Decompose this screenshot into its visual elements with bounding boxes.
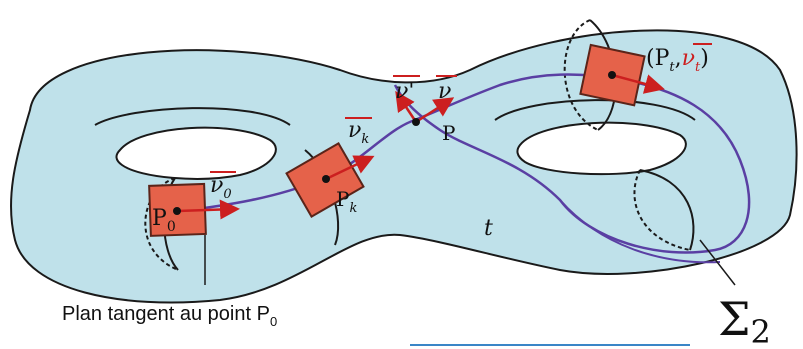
left-hole (115, 126, 277, 180)
vector-vt (611, 73, 665, 94)
label-sigma-2: Σ2 (718, 292, 771, 349)
point-pk (322, 175, 330, 183)
label-v: ν (438, 79, 451, 104)
label-pk: Pk (336, 187, 357, 216)
vector-vk (325, 155, 375, 181)
right-hole (516, 121, 687, 176)
vector-v (415, 97, 455, 124)
left-hole-upper-arc (94, 107, 291, 126)
label-v-prime: ν' (395, 79, 414, 104)
right-cross-section-back (563, 19, 599, 131)
label-v0: ν0 (210, 173, 232, 202)
path-curve (174, 73, 751, 254)
point-p0 (173, 207, 181, 215)
label-pt: (Pt,νt) (646, 46, 709, 75)
label-p: P (442, 121, 455, 145)
right-lower-loop-front (639, 169, 695, 251)
right-hole-upper-arc (494, 99, 696, 121)
label-vk: νk (348, 118, 369, 147)
point-pt (608, 71, 616, 79)
label-p0: P0 (152, 206, 176, 235)
vector-v0 (177, 199, 240, 220)
label-t: t (484, 216, 493, 241)
left-cross-section-back (144, 177, 179, 271)
point-p (412, 118, 420, 126)
vector-v-prime (395, 90, 418, 123)
path-curve-tail (559, 199, 721, 264)
caption: Plan tangent au point P0 (62, 303, 277, 329)
sigma-leader (699, 239, 736, 286)
right-lower-loop-back (633, 169, 691, 251)
